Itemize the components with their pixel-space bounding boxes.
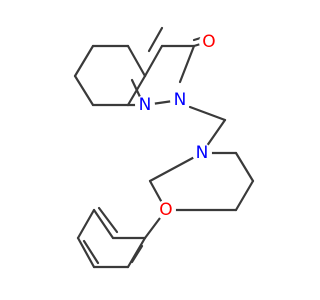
bond-c3-c4	[73, 74, 95, 107]
bond-layer	[73, 26, 255, 269]
bond-phenyl-double-2	[82, 239, 100, 265]
bond-phenyl-double-1	[97, 206, 119, 234]
bond-phenyl-4	[76, 236, 96, 269]
bond-morph-c2-o	[234, 179, 255, 212]
ring-nitrogen-n2-atom: N	[174, 90, 187, 110]
bond-n2-ch2	[188, 105, 227, 122]
bond-phenyl-3	[76, 208, 96, 240]
bond-phenyl-double-3	[130, 244, 144, 264]
molecule-structure: O N N N O	[73, 26, 255, 269]
morpholine-oxygen-atom: O	[159, 200, 172, 220]
bond-morph-c1-c2	[234, 151, 255, 183]
morpholine-nitrogen-atom: N	[196, 143, 209, 163]
carbonyl-oxygen-atom: O	[202, 32, 215, 52]
bond-n1-c6-double	[130, 78, 143, 101]
bond-c8-n2	[178, 44, 196, 84]
bond-c2-c7	[143, 44, 164, 78]
bond-c6-c2	[126, 44, 147, 78]
bond-c7-c7b-double	[147, 26, 164, 53]
bond-c1-c3	[73, 44, 95, 78]
atom-layer: O N N N O	[135, 32, 219, 220]
bond-phenyl-6	[126, 236, 147, 269]
bond-phenyl-2	[92, 208, 115, 240]
ring-nitrogen-n1-atom: N	[139, 95, 152, 115]
molecule-canvas: O N N N O	[73, 26, 255, 269]
